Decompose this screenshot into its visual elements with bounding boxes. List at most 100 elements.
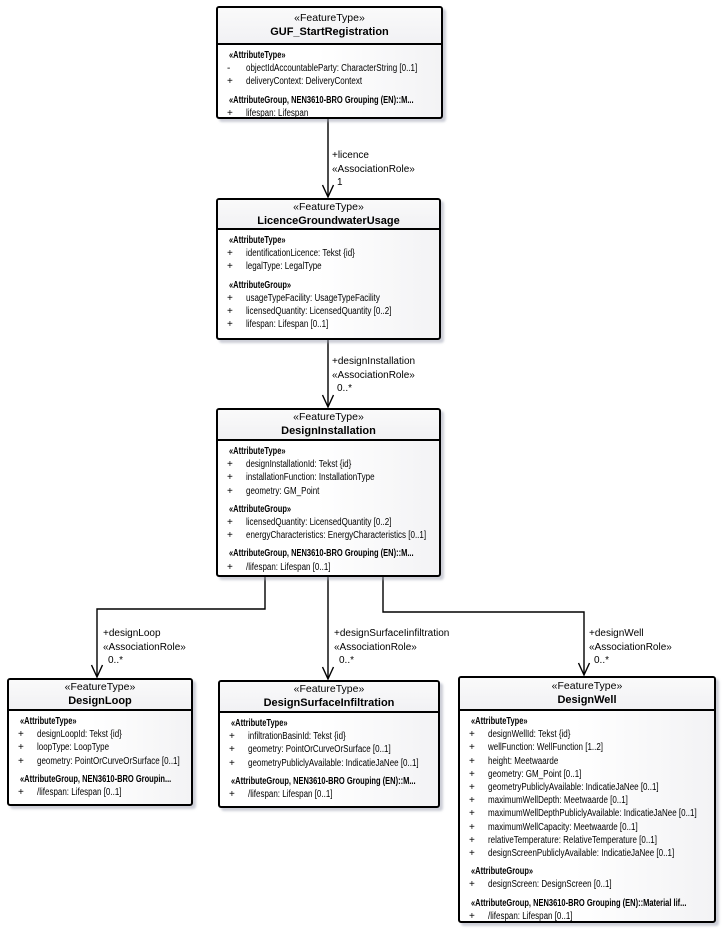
class-members: «AttributeType»+identificationLicence: T… — [218, 230, 439, 331]
attribute-text: objectIdAccountableParty: CharacterStrin… — [246, 63, 418, 75]
member-attribute: +licensedQuantity: LicensedQuantity [0..… — [218, 305, 439, 318]
visibility-symbol: + — [18, 787, 24, 799]
visibility-symbol: + — [469, 848, 475, 860]
member-attribute: + loopType: LoopType — [9, 741, 191, 754]
group-header-text: «AttributeGroup, NEN3610-BRO Groupin... — [20, 773, 172, 785]
class-box-designinstallation[interactable]: «FeatureType» DesignInstallation «Attrib… — [216, 408, 441, 577]
class-stereotype: «FeatureType» — [293, 683, 365, 695]
member-attribute: +licensedQuantity: LicensedQuantity [0..… — [218, 516, 439, 529]
visibility-symbol: + — [18, 742, 24, 754]
member-group-header: «AttributeGroup» — [218, 503, 439, 516]
attribute-text: maximumWellDepth: Meetwaarde [0..1] — [488, 795, 628, 807]
member-attribute: + designScreenPubliclyAvailable: Indicati… — [460, 847, 714, 860]
member-attribute: + maximumWellDepth: Meetwaarde [0..1] — [460, 794, 714, 807]
group-header-text: «AttributeType» — [229, 50, 286, 61]
association-design-surface-infiltration[interactable] — [321, 577, 335, 681]
class-box-designwell[interactable]: «FeatureType» DesignWell «AttributeType»… — [458, 676, 716, 923]
visibility-symbol: + — [469, 879, 475, 891]
attribute-text: designWellId: Tekst {id} — [488, 729, 571, 741]
attribute-text: designInstallationId: Tekst {id} — [246, 459, 352, 471]
member-attribute: +geometry: PointOrCurveOrSurface [0..1] — [220, 743, 438, 756]
member-group-header: «AttributeGroup, NEN3610-BRO Groupin... — [9, 773, 191, 786]
attribute-text: /lifespan: Lifespan [0..1] — [488, 910, 573, 922]
edge-label-design-surface-infiltration: +designSurfaceIinfiltration «Association… — [334, 627, 449, 668]
visibility-symbol: + — [229, 744, 235, 756]
visibility-symbol: + — [227, 485, 233, 497]
member-attribute: +relativeTemperature: RelativeTemperatur… — [460, 834, 714, 847]
edge-label-licence: +licence «AssociationRole» 1 — [332, 149, 415, 190]
member-attribute: +designWellId: Tekst {id} — [460, 728, 714, 741]
member-group-header: «AttributeGroup» — [218, 279, 439, 292]
attribute-text: designLoopId: Tekst {id} — [37, 729, 122, 741]
visibility-symbol: + — [227, 248, 233, 260]
edge-role-name: +licence — [332, 150, 369, 161]
group-header-text: «AttributeGroup, NEN3610-BRO Grouping (E… — [231, 775, 416, 787]
class-header: «FeatureType» DesignInstallation — [218, 410, 439, 441]
attribute-text: wellFunction: WellFunction [1..2] — [488, 742, 604, 754]
class-name: GUF_StartRegistration — [270, 26, 389, 38]
visibility-symbol: + — [469, 821, 475, 833]
class-stereotype: «FeatureType» — [551, 680, 623, 692]
visibility-symbol: + — [229, 757, 235, 769]
group-header-text: «AttributeType» — [229, 235, 286, 246]
visibility-symbol: + — [227, 292, 233, 304]
member-attribute: +installationFunction: InstallationType — [218, 471, 439, 484]
group-header-text: «AttributeGroup» — [229, 503, 292, 515]
class-box-guf-startregistration[interactable]: «FeatureType» GUF_StartRegistration «Att… — [216, 6, 443, 119]
member-attribute: +geometryPubliclyAvailable: IndicatieJaN… — [220, 757, 438, 770]
class-header: «FeatureType» DesignSurfaceInfiltration — [220, 682, 438, 713]
member-attribute: +identificationLicence: Tekst {id} — [218, 247, 439, 260]
attribute-text: licensedQuantity: LicensedQuantity [0..2… — [246, 517, 392, 529]
visibility-symbol: + — [469, 742, 475, 754]
visibility-symbol: + — [469, 755, 475, 767]
edge-label-design-installation: +designInstallation «AssociationRole» 0.… — [332, 355, 415, 396]
class-box-designsurfaceinfiltration[interactable]: «FeatureType» DesignSurfaceInfiltration … — [218, 680, 440, 808]
member-attribute: +deliveryContext: DeliveryContext — [218, 75, 441, 88]
class-header: «FeatureType» DesignLoop — [9, 680, 191, 711]
member-attribute: +infiltrationBasinId: Tekst {id} — [220, 730, 438, 743]
member-group-header: «AttributeType» — [220, 717, 438, 730]
group-header-text: «AttributeType» — [471, 716, 528, 727]
attribute-text: geometry: GM_Point [0..1] — [488, 768, 582, 780]
class-name: LicenceGroundwaterUsage — [257, 214, 400, 227]
class-header: «FeatureType» LicenceGroundwaterUsage — [218, 200, 439, 230]
edge-role-name: +designLoop — [103, 628, 161, 639]
member-attribute: + lifespan: Lifespan [0..1] — [218, 318, 439, 331]
edge-multiplicity: 0..* — [339, 655, 355, 666]
class-name: DesignLoop — [68, 695, 132, 707]
visibility-symbol: + — [227, 319, 233, 331]
edge-label-design-loop: +designLoop «AssociationRole» 0..* — [103, 627, 186, 668]
class-members: «AttributeType»-objectIdAccountableParty… — [218, 45, 441, 119]
attribute-text: deliveryContext: DeliveryContext — [246, 76, 363, 88]
member-group-header: «AttributeType» — [218, 49, 441, 62]
member-attribute: + usageTypeFacility: UsageTypeFacility — [218, 292, 439, 305]
visibility-symbol: + — [469, 834, 475, 846]
group-header-text: «AttributeGroup» — [471, 866, 534, 878]
attribute-text: usageTypeFacility: UsageTypeFacility — [246, 292, 380, 304]
attribute-text: geometryPubliclyAvailable: IndicatieJaNe… — [488, 782, 659, 794]
member-group-header: «AttributeType» — [9, 715, 191, 728]
member-attribute: +geometry: PointOrCurveOrSurface [0..1] — [9, 755, 191, 768]
attribute-text: lifespan: Lifespan — [246, 107, 309, 119]
class-stereotype: «FeatureType» — [293, 411, 364, 423]
member-attribute: +geometryPubliclyAvailable: IndicatieJaN… — [460, 781, 714, 794]
visibility-symbol: + — [469, 795, 475, 807]
member-group-header: «AttributeGroup, NEN3610-BRO Grouping (E… — [218, 547, 439, 560]
class-box-licencegroundwaterusage[interactable]: «FeatureType» LicenceGroundwaterUsage «A… — [216, 198, 441, 340]
member-attribute: + geometry: GM_Point [0..1] — [460, 768, 714, 781]
class-stereotype: «FeatureType» — [64, 681, 136, 693]
visibility-symbol: + — [469, 768, 475, 780]
attribute-text: lifespan: Lifespan [0..1] — [246, 319, 329, 331]
attribute-text: maximumWellCapacity: Meetwaarde [0..1] — [488, 821, 638, 833]
attribute-text: loopType: LoopType — [37, 742, 110, 754]
attribute-text: installationFunction: InstallationType — [246, 472, 375, 484]
member-attribute: +legalType: LegalType — [218, 260, 439, 273]
class-box-designloop[interactable]: «FeatureType» DesignLoop «AttributeType»… — [7, 678, 193, 806]
attribute-text: designScreenPubliclyAvailable: Indicatie… — [488, 848, 675, 860]
member-attribute: +/lifespan: Lifespan [0..1] — [9, 786, 191, 799]
member-attribute: +lifespan: Lifespan — [218, 107, 441, 119]
class-members: «AttributeType»+infiltrationBasinId: Tek… — [220, 713, 438, 801]
member-group-header: «AttributeGroup, NEN3610-BRO Grouping (E… — [220, 775, 438, 788]
member-attribute: +maximumWellDepthPubliclyAvailable: Indi… — [460, 807, 714, 820]
class-members: «AttributeType» + designLoopId: Tekst {id}… — [9, 711, 191, 799]
